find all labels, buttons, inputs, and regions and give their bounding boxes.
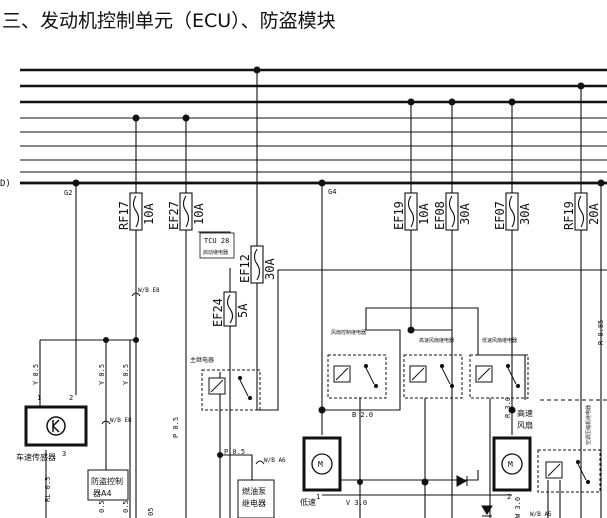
fuse-ef08: [445, 192, 459, 231]
tcu-label: TCU 28: [204, 237, 229, 245]
fuse-rating-ef27: 10A: [192, 203, 206, 225]
fuse-rating-ef24: 5A: [236, 303, 250, 318]
fan-right-label-1: 高速: [517, 408, 533, 418]
wire-label: W 3.0: [514, 497, 522, 518]
pin-label: 3: [62, 450, 66, 458]
fuse-rf17: [129, 192, 143, 231]
wire-label: R 0.85: [597, 320, 605, 345]
motor-icon: M: [318, 460, 323, 469]
fuse-id-rf19: RF19: [562, 201, 576, 230]
wire-label: B 2.0: [352, 411, 373, 419]
fuse-id-ef08: EF08: [433, 201, 447, 230]
fuse-id-rf17: RF17: [117, 201, 131, 230]
pin-label: 1: [316, 493, 320, 501]
fuse-rating-rf17: 10A: [142, 203, 156, 225]
compressor-relay: [537, 449, 601, 493]
diodes: [456, 475, 493, 517]
fan-motor-left: M: [302, 436, 342, 492]
section-heading: 三、发动机控制单元（ECU）、防盗模块: [2, 10, 336, 32]
wire-label: 0.5: [98, 500, 106, 513]
fan-relay-2: [403, 354, 463, 399]
fuses: [129, 192, 588, 327]
fuse-labels: RF17 10A EF27 10A EF19 10A EF08 30A EF07…: [117, 201, 601, 327]
connector-label: W/B E8: [110, 417, 132, 424]
fuse-id-ef19: EF19: [392, 201, 406, 230]
wire-label: Y 0.5: [98, 364, 106, 385]
connector-label: 05: [147, 508, 155, 516]
fuse-ef27: [179, 192, 193, 231]
compressor-relay-label: 空调压缩机继电器: [585, 405, 592, 445]
fuse-id-ef27: EF27: [167, 201, 181, 230]
wire-label: V 3.0: [346, 499, 367, 507]
fuse-rating-ef12: 30A: [263, 258, 277, 280]
wire-label: R 3.0: [504, 397, 512, 418]
fuse-rating-ef07: 30A: [518, 203, 532, 225]
fuse-rating-rf19: 20A: [587, 203, 601, 225]
fuel-pump-relay: [237, 479, 275, 518]
fan-relay-1: [327, 354, 387, 399]
fan-speed-label-1: 低速: [300, 497, 316, 507]
tcu-box: [199, 232, 235, 259]
fuel-pump-label-1: 燃油泵: [242, 486, 266, 496]
main-relay: [201, 369, 261, 411]
connector-label: W/B A6: [264, 457, 286, 464]
fuse-rf19: [574, 192, 588, 231]
fan-ac-relay-label: 低速风扇继电器: [482, 337, 517, 344]
ground-label-g2: G2: [64, 189, 72, 197]
fuse-ef12: [250, 245, 264, 284]
fan-relay-3: [469, 354, 529, 399]
wire-label: RL 0.5: [44, 477, 52, 502]
wires: [39, 70, 607, 518]
anti-theft-module: [87, 469, 129, 501]
connector-label: W/B E8: [138, 287, 160, 294]
power-rails: [20, 68, 607, 185]
sensor-icon: [52, 419, 60, 433]
fan-motor-right: M: [492, 436, 532, 492]
speed-sensor-label: 车速传感器: [16, 452, 56, 462]
fan-high-relay-label: 高速风扇继电器: [419, 337, 454, 344]
fuse-ef24: [223, 291, 237, 327]
fuse-rating-ef08: 30A: [458, 203, 472, 225]
connector-label: W/B A5: [530, 511, 552, 518]
pin-label: 2: [507, 493, 511, 501]
pin-label: 2: [69, 394, 73, 402]
relays: [201, 354, 601, 493]
tcu-sub-label: 启动继电器: [203, 249, 228, 256]
wire-label: P 0.5: [172, 417, 180, 438]
wire-labels: Y 0.5 Y 0.5 Y 0.5 P 0.5 P 0.5 B 2.0 R 3.…: [32, 287, 605, 518]
fuse-rating-ef19: 10A: [417, 203, 431, 225]
wire-label: 0.5: [122, 500, 130, 513]
wire-label: P 0.5: [224, 448, 245, 456]
connector-loops: [101, 292, 265, 465]
fuse-id-ef12: EF12: [238, 254, 252, 283]
main-relay-label: 主继电器: [190, 356, 214, 364]
ground-label-g4: G4: [328, 188, 336, 196]
fuse-ef19: [404, 192, 418, 231]
pin-label: 1: [37, 394, 41, 402]
wire-label: Y 0.5: [32, 364, 40, 385]
motor-icon: M: [508, 460, 513, 469]
fan-low-relay-label: 风扇控制继电器: [331, 329, 366, 336]
anti-theft-label-2: 器A4: [93, 489, 112, 498]
anti-theft-label-1: 防盗控制: [91, 476, 123, 486]
wire-label: Y 0.5: [122, 364, 130, 385]
fuse-ef07: [505, 192, 519, 231]
fuel-pump-label-2: 继电器: [242, 498, 266, 508]
edge-label: D): [0, 179, 11, 189]
fan-right-label-2: 风扇: [517, 420, 533, 430]
fuse-id-ef24: EF24: [211, 298, 225, 327]
speed-sensor: [24, 405, 88, 447]
fuse-id-ef07: EF07: [493, 201, 507, 230]
